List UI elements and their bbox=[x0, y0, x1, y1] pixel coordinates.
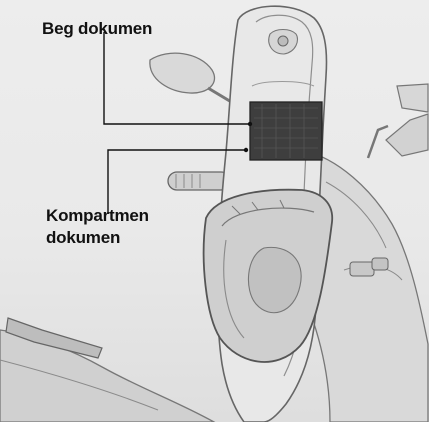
document-compartment-label-line2: dokumen bbox=[46, 227, 149, 249]
document-compartment-label: Kompartmen dokumen bbox=[46, 205, 149, 249]
scooter-floor-left bbox=[0, 318, 214, 422]
document-bag bbox=[250, 102, 322, 160]
left-grip bbox=[168, 172, 230, 190]
document-bag-label-text: Beg dokumen bbox=[42, 19, 152, 38]
right-handlebar bbox=[368, 84, 428, 158]
document-compartment-label-line1: Kompartmen bbox=[46, 205, 149, 227]
document-bag-label: Beg dokumen bbox=[42, 18, 152, 40]
